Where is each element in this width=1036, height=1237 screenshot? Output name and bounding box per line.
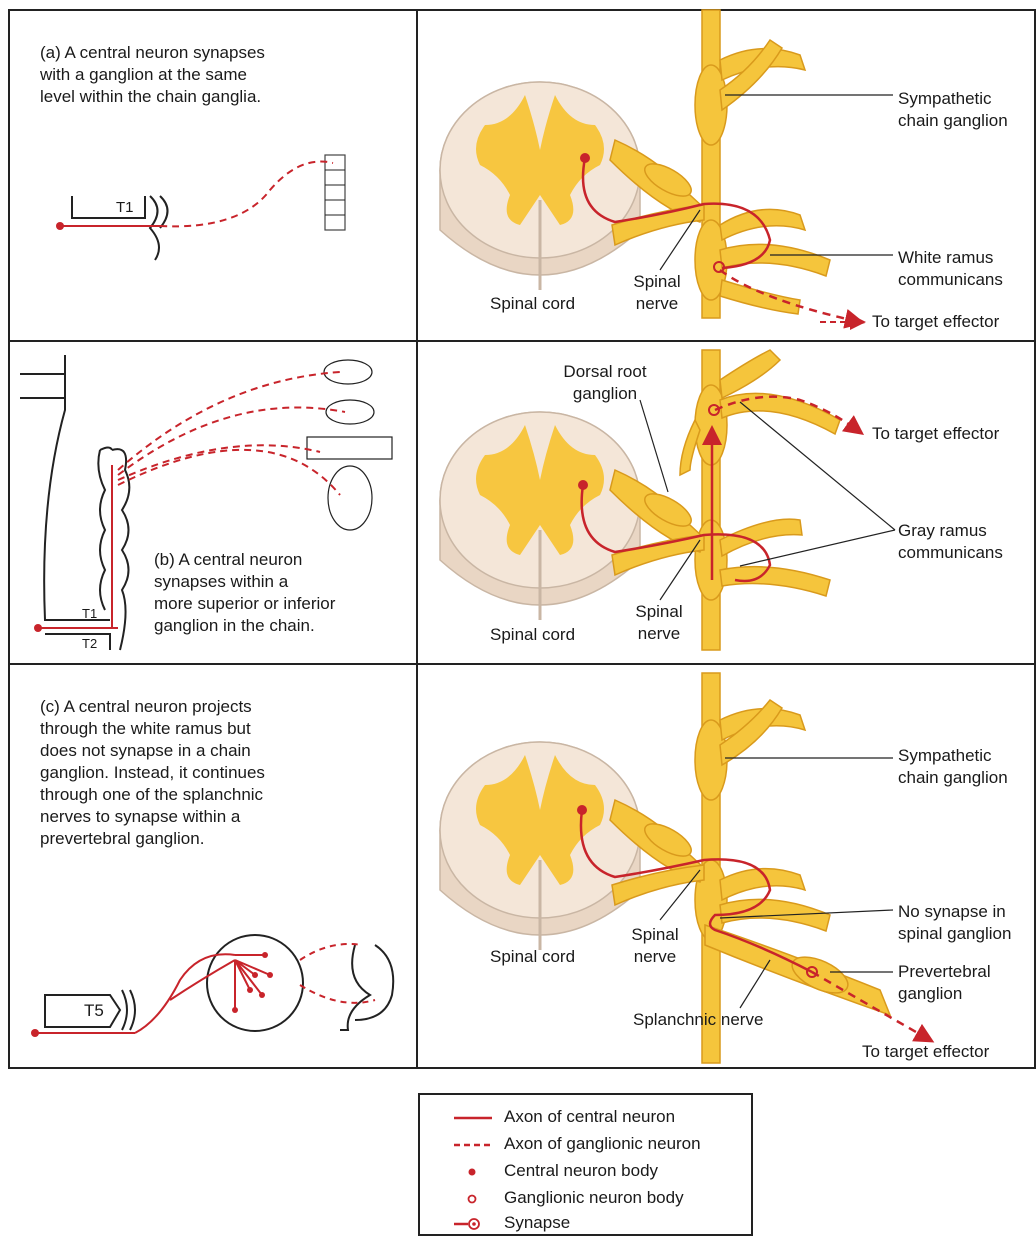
panel-c-segment-label: T5	[84, 1000, 104, 1022]
panel-b-label-gray-ramus: Gray ramus communicans	[898, 520, 1003, 564]
panel-a-leader-lines	[660, 95, 893, 270]
panel-a-label-sympathetic-chain-ganglion: Sympathetic chain ganglion	[898, 88, 1008, 132]
legend-row-filled-dot: Central neuron body	[420, 1159, 755, 1185]
panel-a-label-white-ramus: White ramus communicans	[898, 247, 1003, 291]
panel-c-label-prevertebral-ganglion: Prevertebral ganglion	[898, 961, 991, 1005]
solid-line-icon	[448, 1109, 496, 1127]
panel-a-mini-diagram	[72, 155, 345, 260]
legend-label: Axon of ganglionic neuron	[504, 1133, 701, 1155]
panel-c-label-no-synapse: No synapse in spinal ganglion	[898, 901, 1011, 945]
panel-c-nerve-chain	[610, 673, 890, 1063]
filled-dot-icon	[448, 1163, 496, 1181]
panel-c-label-spinal-nerve: Spinal nerve	[624, 924, 686, 968]
panel-a-label-spinal-cord: Spinal cord	[490, 293, 575, 315]
panel-c-label-spinal-cord: Spinal cord	[490, 946, 575, 968]
open-circle-icon	[448, 1190, 496, 1208]
panel-b-label-dorsal-root-ganglion: Dorsal root ganglion	[550, 361, 660, 405]
panel-c-label-sympathetic-chain-ganglion: Sympathetic chain ganglion	[898, 745, 1008, 789]
synapse-icon	[448, 1215, 496, 1233]
panel-c-spinal-cord	[440, 742, 640, 950]
panel-b-segment-t1: T1	[82, 603, 97, 625]
panel-b-label-spinal-nerve: Spinal nerve	[628, 601, 690, 645]
legend-label: Axon of central neuron	[504, 1106, 675, 1128]
legend-row-dashed: Axon of ganglionic neuron	[420, 1132, 755, 1158]
panel-c-label-splanchnic-nerve: Splanchnic nerve	[633, 1009, 763, 1031]
legend-label: Central neuron body	[504, 1160, 658, 1182]
panel-a-label-target: To target effector	[872, 311, 999, 333]
panel-b-description: (b) A central neuron synapses within a m…	[154, 549, 335, 637]
panel-c-description: (c) A central neuron projects through th…	[40, 696, 265, 850]
panel-a-spinal-cord	[440, 82, 640, 290]
panel-a-description: (a) A central neuron synapses with a gan…	[40, 42, 265, 108]
legend-row-open-circle: Ganglionic neuron body	[420, 1186, 755, 1212]
legend-label: Synapse	[504, 1212, 570, 1234]
legend-row-solid: Axon of central neuron	[420, 1105, 755, 1131]
panel-a-label-spinal-nerve: Spinal nerve	[626, 271, 688, 315]
panel-a-segment-label: T1	[116, 197, 134, 219]
dashed-line-icon	[448, 1136, 496, 1154]
panel-b-segment-t2: T2	[82, 633, 97, 655]
panel-a-mini-axon	[60, 162, 333, 227]
legend-row-synapse: Synapse	[420, 1211, 755, 1237]
panel-b-spinal-cord	[440, 412, 640, 620]
legend-label: Ganglionic neuron body	[504, 1187, 684, 1209]
legend: Axon of central neuron Axon of ganglioni…	[418, 1093, 753, 1236]
panel-a-central-body-dot	[580, 153, 590, 163]
panel-c-label-target: To target effector	[862, 1041, 989, 1063]
panel-b-label-spinal-cord: Spinal cord	[490, 624, 575, 646]
panel-b-label-target: To target effector	[872, 423, 999, 445]
